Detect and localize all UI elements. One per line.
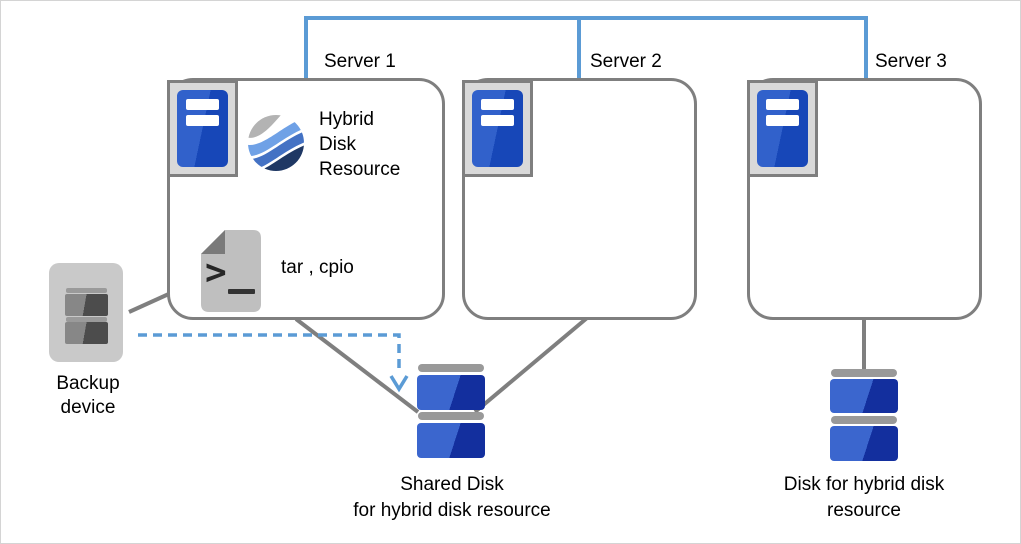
backup-tools-label: tar , cpio (281, 257, 354, 278)
backup-device-label: Backup device (56, 373, 120, 418)
shared-disk-label: Shared Disk for hybrid disk resource (353, 474, 551, 521)
prompt-glyph: > (205, 252, 227, 293)
network-drop-server1 (304, 16, 308, 80)
server-tower-icon (747, 80, 818, 177)
server1-to-shared-disk-line (294, 317, 420, 414)
hybrid-disk-label: Disk for hybrid disk resource (783, 474, 945, 521)
hybrid-disk-resource-label: Hybrid Disk Resource (319, 109, 401, 180)
server-tower-icon (462, 80, 533, 177)
backup-arrowhead (389, 375, 409, 393)
server2-label: Server 2 (590, 51, 662, 72)
network-drop-server3 (864, 16, 868, 80)
network-line-horizontal (304, 16, 868, 20)
shell-script-icon: > (201, 230, 261, 312)
server-tower-icon (167, 80, 238, 177)
server3-label: Server 3 (875, 51, 947, 72)
hybrid-disk-resource-icon (248, 115, 304, 171)
server2-to-shared-disk-line (473, 316, 589, 414)
backup-device-icon (49, 263, 123, 362)
network-drop-server2 (577, 16, 581, 80)
server1-label: Server 1 (324, 51, 396, 72)
backup-dashed-arrow (138, 333, 401, 373)
